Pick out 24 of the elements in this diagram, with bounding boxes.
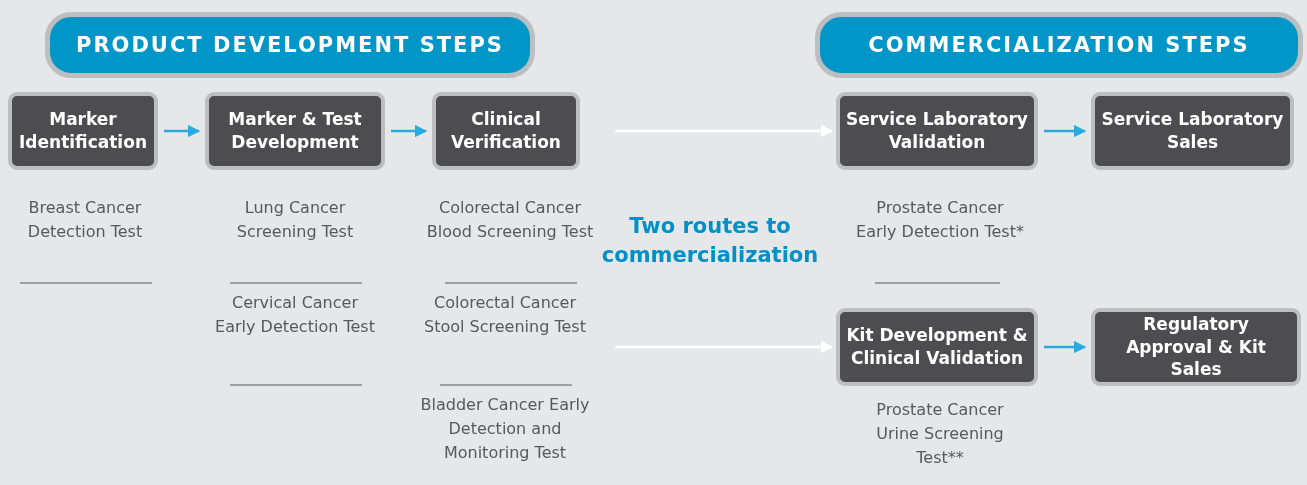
arrow	[1044, 124, 1087, 138]
test-caption: Prostate Cancer Urine Screening Test**	[875, 399, 1005, 469]
route-note: Two routes to commercialization	[600, 213, 820, 270]
process-box: Kit Development & Clinical Validation	[836, 308, 1038, 386]
test-caption: Colorectal Cancer Blood Screening Test	[425, 197, 595, 243]
test-caption: Prostate Cancer Early Detection Test*	[855, 197, 1025, 243]
section-banner: PRODUCT DEVELOPMENT STEPS	[45, 12, 535, 78]
test-caption: Cervical Cancer Early Detection Test	[214, 292, 376, 338]
test-caption: Breast Cancer Detection Test	[26, 197, 144, 243]
arrow	[615, 340, 834, 354]
process-box: Clinical Verification	[432, 92, 580, 170]
process-box: Marker Identification	[8, 92, 158, 170]
process-box: Service Laboratory Sales	[1091, 92, 1294, 170]
arrow	[391, 124, 428, 138]
test-caption: Lung Cancer Screening Test	[235, 197, 355, 243]
process-box: Marker & Test Development	[205, 92, 385, 170]
test-caption: Bladder Cancer Early Detection and Monitoring Test	[420, 394, 590, 464]
process-box: Regulatory Approval & Kit Sales	[1091, 308, 1301, 386]
arrow	[164, 124, 201, 138]
arrow	[1044, 340, 1087, 354]
arrow	[615, 124, 834, 138]
process-box: Service Laboratory Validation	[836, 92, 1038, 170]
section-banner: COMMERCIALIZATION STEPS	[815, 12, 1303, 78]
test-caption: Colorectal Cancer Stool Screening Test	[423, 292, 587, 338]
